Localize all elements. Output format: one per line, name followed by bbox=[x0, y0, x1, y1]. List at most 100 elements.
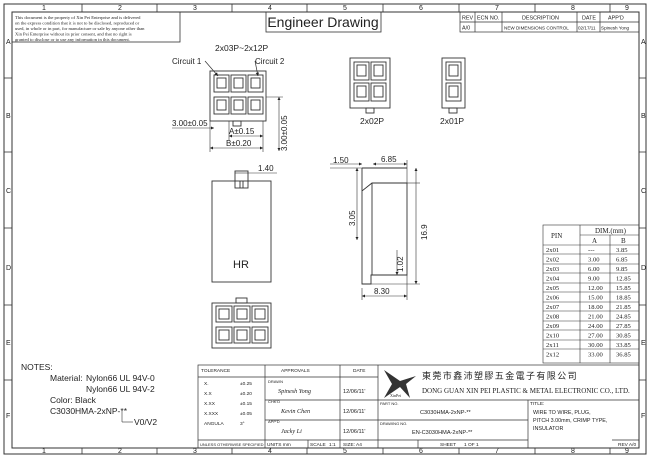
svg-text:SIZE: A4: SIZE: A4 bbox=[343, 442, 362, 448]
drawing-number: EN-C3030HMA-2xNP-** bbox=[412, 430, 473, 436]
row-letter: A bbox=[641, 39, 646, 46]
table-cell-a: 21.00 bbox=[588, 314, 604, 321]
dimension-label: A±0.15 bbox=[229, 127, 255, 136]
svg-text:±0.20: ±0.20 bbox=[240, 391, 252, 397]
table-cell-a: 12.00 bbox=[588, 285, 604, 292]
table-cell-a: 30.00 bbox=[588, 342, 604, 349]
notice-text: This document is the property of Xin Pei… bbox=[15, 15, 145, 42]
svg-text:INSULATOR: INSULATOR bbox=[533, 426, 563, 432]
col-number: 2 bbox=[118, 448, 122, 455]
material-label: Material: bbox=[50, 373, 83, 383]
front-view-dimensions bbox=[172, 96, 283, 152]
svg-text:X.: X. bbox=[204, 381, 209, 387]
table-cell-b: 27.85 bbox=[616, 323, 632, 330]
table-cell-b: 33.85 bbox=[616, 342, 632, 349]
variant-note: V0/V2 bbox=[134, 417, 157, 427]
dimension-label: 3.00±0.05 bbox=[280, 115, 289, 151]
circuit-2-label: Circuit 2 bbox=[255, 57, 285, 66]
dimension-table bbox=[542, 224, 640, 364]
circuit-1-label: Circuit 1 bbox=[172, 57, 202, 66]
part-number: C3030HMA-2xNP-** bbox=[420, 410, 471, 416]
drawing-title: WIRE TO WIRE, PLUG, PITCH 3.00mm, CRIMP … bbox=[533, 410, 608, 432]
table-cell-a: 18.00 bbox=[588, 304, 604, 311]
col-number: 9 bbox=[625, 5, 629, 12]
approval-dates: 12/06/11' 12/06/11' 12/06/11' bbox=[343, 389, 365, 435]
table-cell-pin: 2x11 bbox=[546, 342, 559, 349]
signature-checked: Kevin Chen bbox=[280, 408, 310, 415]
table-cell-b: 18.85 bbox=[616, 295, 632, 302]
table-cell-a: 27.00 bbox=[588, 333, 604, 340]
svg-text:on the express condition that: on the express condition that it is not … bbox=[15, 21, 140, 27]
svg-text:X.XXX: X.XXX bbox=[204, 411, 219, 417]
signature-drawn: Spinesh Yong bbox=[278, 388, 311, 395]
table-cell-b: 24.85 bbox=[616, 314, 632, 321]
table-cell-b: 36.85 bbox=[616, 352, 632, 359]
svg-text:02/17/11: 02/17/11 bbox=[578, 26, 596, 31]
tolerance-label: TOLERANCE bbox=[201, 368, 230, 374]
leader-line bbox=[254, 60, 260, 77]
row-letter: E bbox=[6, 340, 11, 347]
svg-text:DATE: DATE bbox=[353, 368, 365, 374]
svg-text:XinPei: XinPei bbox=[390, 393, 402, 398]
dimension-table-text: PIN DIM.(mm) A B bbox=[551, 227, 627, 245]
profile-dimensions bbox=[330, 160, 420, 300]
view-label: 2x02P bbox=[360, 116, 384, 126]
col-number: 5 bbox=[343, 5, 347, 12]
material-line: Nylon66 UL 94V-0 bbox=[86, 373, 155, 383]
table-cell-b: 9.85 bbox=[616, 266, 628, 273]
row-letter: F bbox=[641, 413, 645, 420]
svg-text:DRAWING NO.: DRAWING NO. bbox=[380, 421, 407, 426]
company-name-cn: 東莞市鑫沛塑膠五金電子有限公司 bbox=[422, 370, 578, 381]
view-2x01p bbox=[441, 57, 466, 114]
svg-text:NEW DIMENSIONS CONTROL: NEW DIMENSIONS CONTROL bbox=[504, 26, 569, 31]
svg-text:REV: REV bbox=[462, 16, 473, 22]
svg-text:SCALE: SCALE bbox=[310, 442, 326, 448]
table-cell-a: 9.00 bbox=[588, 276, 600, 283]
svg-text:PART NO.: PART NO. bbox=[380, 401, 398, 406]
side-view-hr bbox=[211, 170, 272, 283]
svg-text:granted to disclose or to use: granted to disclose or to use any inform… bbox=[15, 37, 130, 42]
svg-text:12/06/11': 12/06/11' bbox=[343, 409, 365, 415]
svg-text:12/06/11': 12/06/11' bbox=[343, 429, 365, 435]
col-number: 7 bbox=[495, 448, 499, 455]
table-cell-a: 24.00 bbox=[588, 323, 604, 330]
table-cell-pin: 2x07 bbox=[546, 304, 560, 311]
variant-leader bbox=[121, 411, 133, 423]
table-cell-pin: 2x12 bbox=[546, 352, 559, 359]
svg-text:APP'D: APP'D bbox=[268, 419, 280, 424]
table-cell-pin: 2x08 bbox=[546, 314, 560, 321]
dimension-label: B±0.20 bbox=[226, 139, 252, 148]
revision-block bbox=[459, 11, 640, 33]
svg-text:DATE: DATE bbox=[582, 16, 596, 22]
col-number: 3 bbox=[193, 5, 197, 12]
revision-text: REV ECN NO. DESCRIPTION DATE APP'D A/0 N… bbox=[462, 16, 630, 32]
table-cell-b: 15.85 bbox=[616, 285, 632, 292]
svg-text:WIRE TO WIRE, PLUG,: WIRE TO WIRE, PLUG, bbox=[533, 410, 591, 416]
svg-text:This document is the property: This document is the property of Xin Pei… bbox=[15, 15, 141, 20]
leader-line bbox=[204, 60, 219, 77]
svg-text:PITCH 3.00mm, CRIMP TYPE,: PITCH 3.00mm, CRIMP TYPE, bbox=[533, 418, 608, 424]
row-letter: A bbox=[6, 39, 11, 46]
table-cell-a: --- bbox=[588, 247, 595, 254]
row-letter: D bbox=[641, 265, 646, 272]
color-note: Color: Black bbox=[50, 395, 97, 405]
row-letter: B bbox=[641, 113, 646, 120]
dimension-label: 6.85 bbox=[381, 155, 397, 164]
col-number: 1 bbox=[42, 5, 46, 12]
table-cell-pin: 2x04 bbox=[546, 276, 560, 283]
svg-text:A/0: A/0 bbox=[462, 26, 470, 32]
front-view-multi-pin bbox=[209, 70, 267, 127]
signature-approved: Jacky Li bbox=[281, 428, 302, 435]
table-cell-pin: 2x01 bbox=[546, 247, 559, 254]
svg-text:SHEET: SHEET bbox=[440, 442, 456, 448]
unless-note: UNLESS OTHERWISE SPECIFIED bbox=[200, 442, 264, 447]
col-number: 3 bbox=[193, 448, 197, 455]
dimension-label: 1.50 bbox=[333, 156, 349, 165]
table-cell-a: 3.00 bbox=[588, 257, 600, 264]
svg-text:X.XX: X.XX bbox=[204, 401, 216, 407]
table-cell-pin: 2x05 bbox=[546, 285, 560, 292]
col-number: 1 bbox=[42, 448, 46, 455]
svg-text:UNITS mm: UNITS mm bbox=[267, 442, 291, 448]
